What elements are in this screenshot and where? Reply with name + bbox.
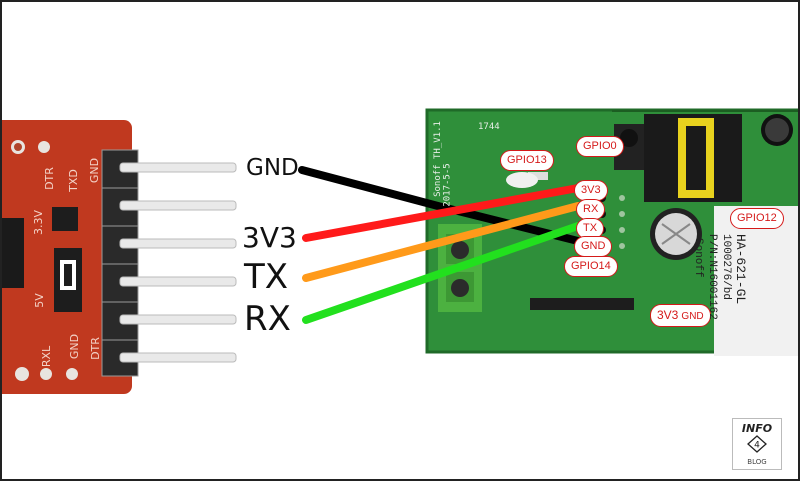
pin-badge-gpio14: GPIO14 (564, 256, 618, 277)
wire-gnd (298, 166, 586, 246)
pin-badge-gnd: GND (574, 236, 613, 257)
wire-label-gnd: GND (246, 155, 299, 181)
pin-badge-3v3: 3V3 (574, 180, 608, 201)
logo-bottom-text: BLOG (747, 458, 767, 466)
logo-number: 4 (754, 441, 760, 451)
wire-label-tx: TX (244, 257, 289, 297)
relay-text-line1: HA-621-GL (733, 234, 748, 305)
relay-text-line3: P/N:N16001162 (706, 234, 718, 320)
usb-silk-txd: TXD (66, 169, 80, 192)
usb-header-pins (101, 149, 237, 377)
usb-silk-5v: 5V (32, 293, 46, 308)
info4-blog-logo: INFO 4 BLOG (732, 418, 782, 470)
pin-badge-bottom-3v3-label: 3V3 (657, 308, 679, 322)
pin-badge-bottom-3v3: 3V3 GND (650, 304, 711, 327)
logo-top-text: INFO (741, 422, 773, 435)
usb-serial-adapter (2, 120, 132, 394)
pin-badge-tx: TX (576, 218, 605, 239)
pin-badge-bottom-gnd-label: GND (681, 311, 704, 322)
pin-badge-rx: RX (576, 199, 606, 220)
usb-silk-gnd: GND (88, 157, 102, 184)
relay-text-line2: 1000276/bd (720, 234, 732, 301)
board-date-silk: 2017-5-5 (442, 163, 453, 207)
usb-silk-gnd2: GND (68, 333, 82, 360)
wires (298, 166, 586, 324)
pin-badge-gpio12: GPIO12 (730, 208, 784, 229)
relay-text-line4: Sonoff (692, 238, 704, 278)
wire-3v3 (302, 184, 582, 242)
usb-silk-dtr2: DTR (88, 337, 102, 360)
wire-rx (302, 222, 582, 324)
usb-silk-3v3: 3.3V (32, 209, 46, 236)
wire-label-rx: RX (244, 299, 291, 339)
board-name-silk: Sonoff TH_V1.1 (432, 121, 443, 197)
board-code-silk: 1744 (478, 122, 500, 132)
wire-label-3v3: 3V3 (242, 221, 297, 254)
pin-badge-gpio13: GPIO13 (500, 150, 554, 171)
diamond-icon: 4 (747, 435, 767, 453)
usb-silk-dtr: DTR (42, 167, 56, 190)
pin-badge-gpio0: GPIO0 (576, 136, 624, 157)
usb-silk-rxl: RXL (40, 345, 54, 368)
wire-tx (302, 202, 582, 282)
